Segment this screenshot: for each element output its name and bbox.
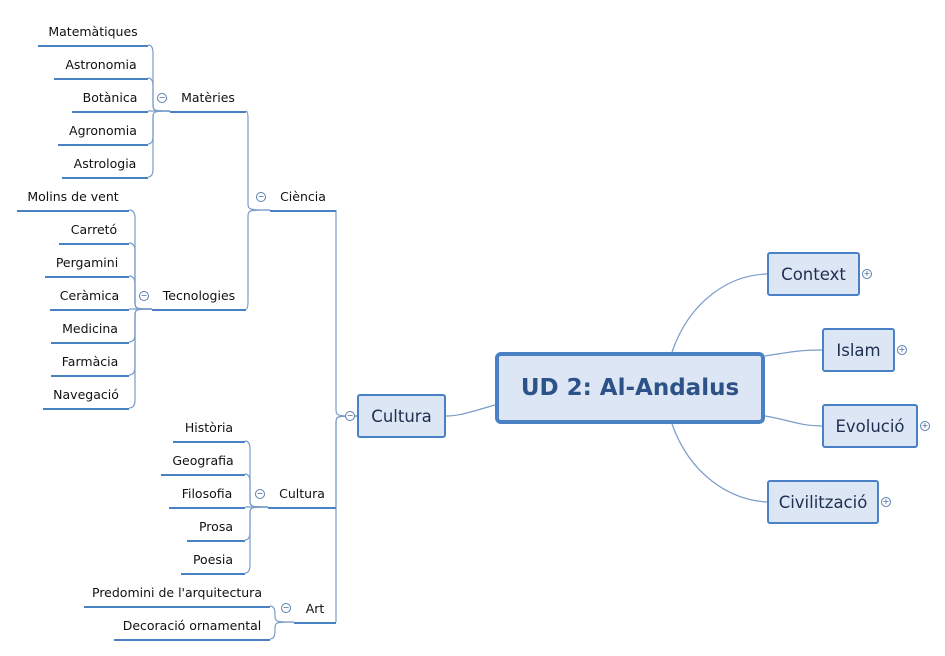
expand-context-icon[interactable]: + (862, 269, 872, 279)
underline (58, 144, 148, 146)
connector-evolucio (764, 415, 823, 427)
underline (54, 78, 148, 80)
topic-label: Cultura (371, 406, 432, 426)
connector-tecnologies (245, 209, 271, 310)
underline (169, 507, 245, 509)
topic-civilitzacio[interactable]: Civilització (767, 480, 879, 524)
underline (17, 210, 129, 212)
leaf-astronomia[interactable]: Astronomia (65, 57, 137, 72)
leaf-botanica[interactable]: Botànica (82, 90, 138, 105)
leaf-navegacio[interactable]: Navegació (53, 387, 119, 402)
topic-label: Civilització (778, 492, 868, 512)
connector-cultura-leaf (244, 506, 269, 541)
underline (45, 276, 129, 278)
collapse-tecnologies-icon[interactable]: − (139, 291, 149, 301)
topic-label: Islam (836, 340, 881, 360)
subtopic-materies[interactable]: Matèries (181, 90, 235, 105)
leaf-agronomia[interactable]: Agronomia (69, 123, 137, 138)
underline (181, 573, 245, 575)
central-topic[interactable]: UD 2: Al-Andalus (495, 352, 765, 424)
underline (50, 309, 129, 311)
underline (38, 45, 148, 47)
connector-cultura-leaf (244, 506, 269, 574)
connector-materies-leaf (147, 110, 171, 145)
underline (84, 606, 270, 608)
connector-art (335, 415, 358, 622)
leaf-astrologia[interactable]: Astrologia (73, 156, 137, 171)
topic-evolucio[interactable]: Evolució (822, 404, 918, 448)
subtopic-cultura[interactable]: Cultura (279, 486, 325, 501)
leaf-carreto[interactable]: Carretó (70, 222, 118, 237)
leaf-poesia[interactable]: Poesia (192, 552, 234, 567)
underline (72, 111, 148, 113)
underline (161, 474, 245, 476)
connector-cultura (445, 404, 496, 417)
connector-ciencia (335, 210, 358, 417)
underline (268, 507, 336, 509)
leaf-pergamini[interactable]: Pergamini (55, 255, 119, 270)
underline (51, 375, 129, 377)
subtopic-art[interactable]: Art (305, 601, 325, 616)
subtopic-tecnologies[interactable]: Tecnologies (162, 288, 236, 303)
connector-art-leaf (269, 621, 295, 640)
underline (114, 639, 270, 641)
underline (43, 408, 129, 410)
underline (173, 441, 245, 443)
expand-evolucio-icon[interactable]: + (920, 421, 930, 431)
leaf-ceramica[interactable]: Ceràmica (59, 288, 120, 303)
underline (59, 243, 129, 245)
central-topic-label: UD 2: Al-Andalus (520, 375, 740, 401)
leaf-historia[interactable]: Història (184, 420, 234, 435)
collapse-materies-icon[interactable]: − (157, 93, 167, 103)
leaf-filosofia[interactable]: Filosofia (181, 486, 233, 501)
connector-materies (245, 110, 271, 211)
connector-cultura-sub (335, 415, 358, 507)
underline (62, 177, 148, 179)
topic-label: Evolució (835, 416, 905, 436)
connector-islam (764, 349, 823, 357)
topic-label: Context (781, 264, 846, 284)
leaf-predomini-arquitectura[interactable]: Predomini de l'arquitectura (92, 585, 262, 600)
leaf-farmacia[interactable]: Farmàcia (61, 354, 119, 369)
expand-islam-icon[interactable]: + (897, 345, 907, 355)
connector-tecnologies-leaf (128, 308, 153, 343)
topic-context[interactable]: Context (767, 252, 860, 296)
leaf-matematiques[interactable]: Matemàtiques (48, 24, 138, 39)
underline (170, 111, 246, 113)
connector-materies-leaf (147, 110, 171, 178)
leaf-medicina[interactable]: Medicina (62, 321, 118, 336)
connector-tecnologies-leaf (128, 308, 153, 409)
leaf-geografia[interactable]: Geografia (172, 453, 234, 468)
leaf-decoracio-ornamental[interactable]: Decoració ornamental (122, 618, 262, 633)
topic-cultura[interactable]: Cultura (357, 394, 446, 438)
subtopic-ciencia[interactable]: Ciència (280, 189, 326, 204)
collapse-ciencia-icon[interactable]: − (256, 192, 266, 202)
underline (187, 540, 245, 542)
underline (51, 342, 129, 344)
leaf-molins-de-vent[interactable]: Molins de vent (27, 189, 119, 204)
connector-context (671, 273, 768, 353)
topic-islam[interactable]: Islam (822, 328, 895, 372)
leaf-prosa[interactable]: Prosa (198, 519, 233, 534)
underline (270, 210, 336, 212)
connector-tecnologies-leaf (128, 308, 153, 376)
underline (152, 309, 246, 311)
expand-civilitzacio-icon[interactable]: + (881, 497, 891, 507)
collapse-art-icon[interactable]: − (281, 603, 291, 613)
collapse-cultura-icon[interactable]: − (345, 411, 355, 421)
connector-civilitzacio (671, 423, 768, 503)
underline (294, 622, 336, 624)
collapse-cultura-sub-icon[interactable]: − (255, 489, 265, 499)
